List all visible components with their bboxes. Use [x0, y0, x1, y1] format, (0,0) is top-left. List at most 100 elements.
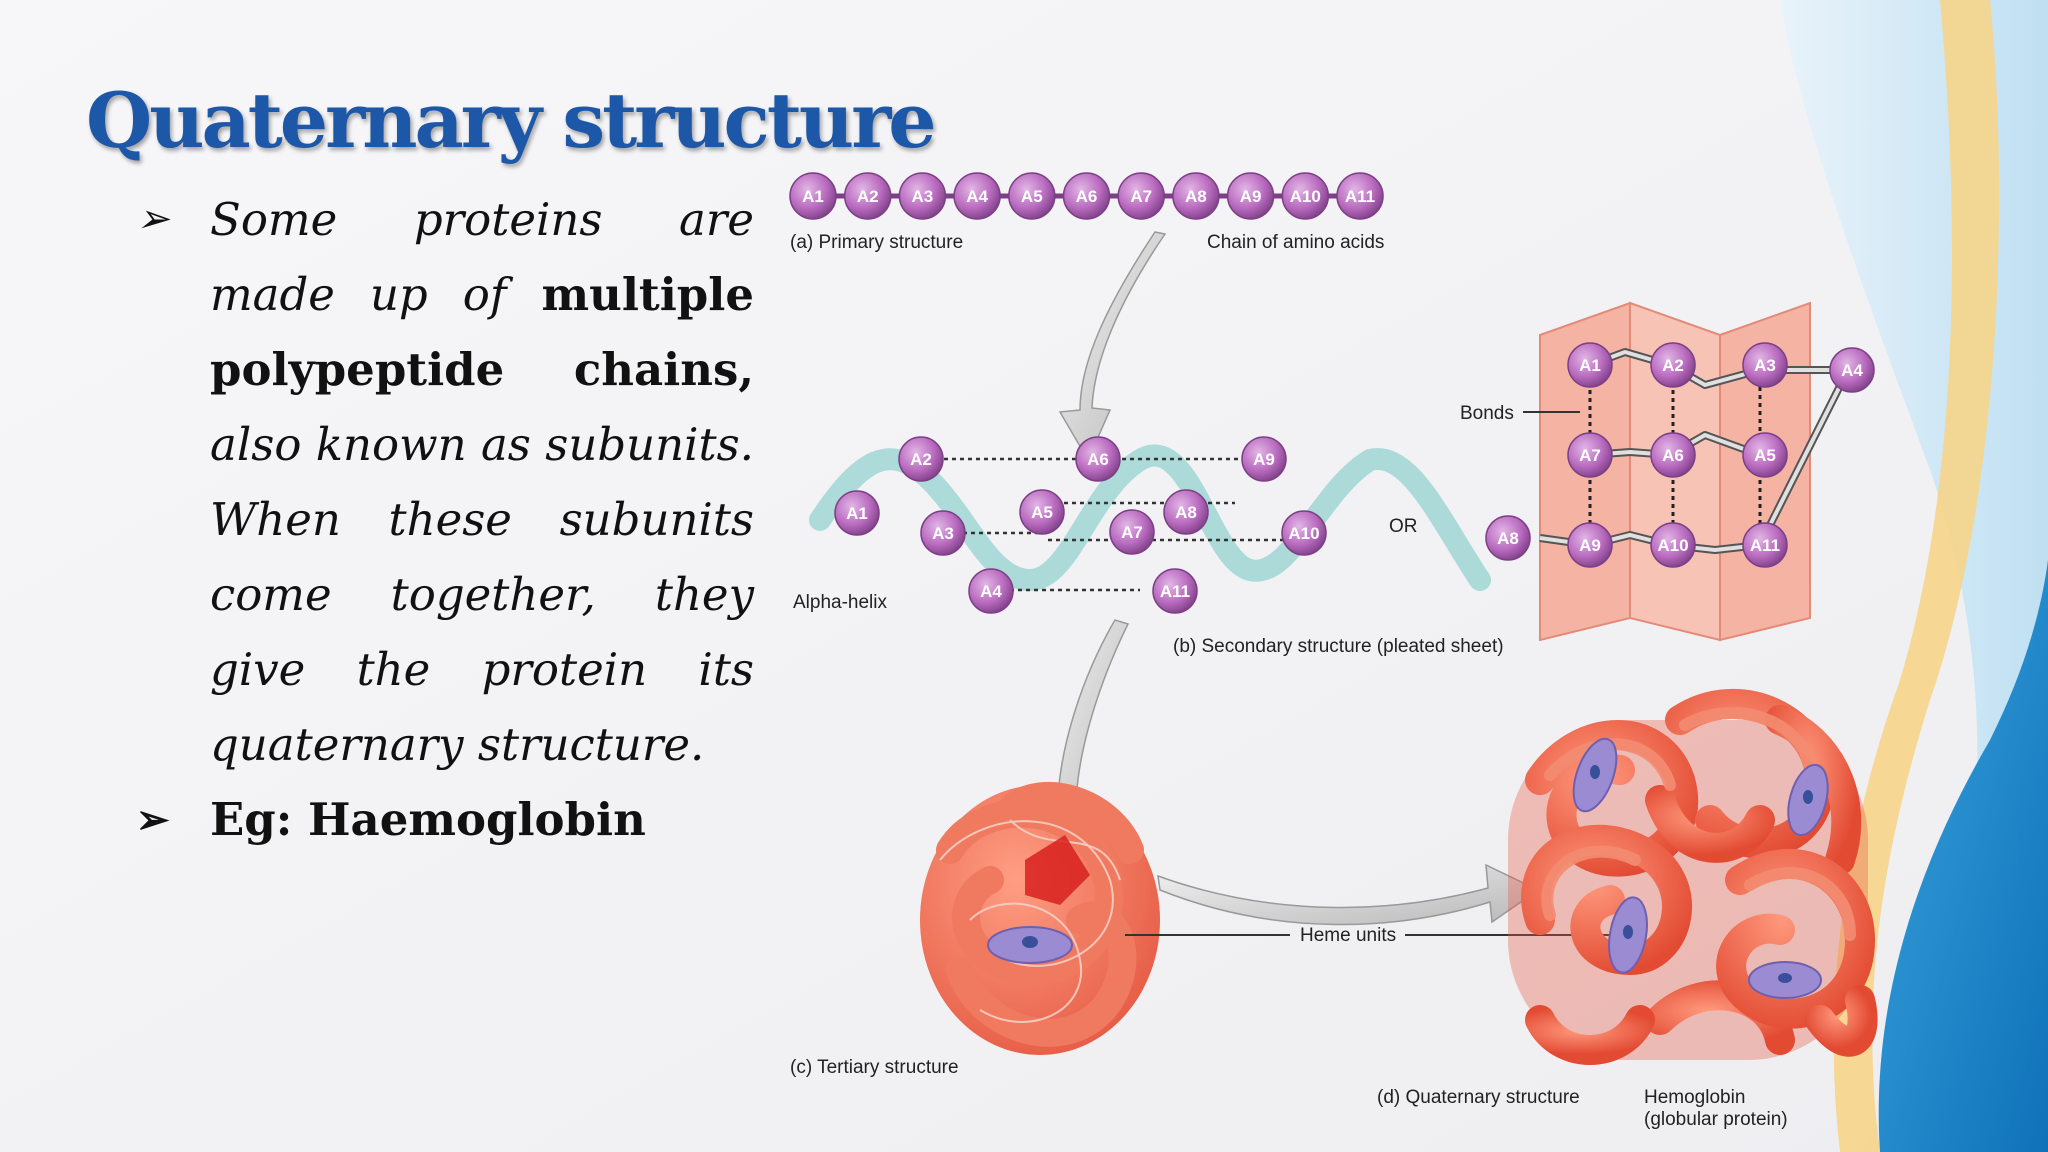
bullet-item-example: ➢ Eg: Haemoglobin — [136, 782, 754, 857]
amino-acid-bead: A2 — [898, 436, 944, 482]
bullet-list: ➢ Some proteins are made up of multiple … — [136, 182, 754, 857]
amino-acid-bead: A2 — [1650, 342, 1696, 388]
amino-acid-bead: A4 — [953, 172, 1001, 220]
amino-acid-bead: A11 — [1152, 568, 1198, 614]
alpha-helix-label: Alpha-helix — [793, 592, 887, 613]
amino-acid-label: A9 — [1579, 536, 1601, 555]
amino-acid-label: A4 — [966, 187, 988, 206]
amino-acid-bead: A6 — [1650, 432, 1696, 478]
amino-acid-label: A9 — [1240, 187, 1262, 206]
decor-blue-wave — [1878, 560, 2048, 1152]
bonds-label: Bonds — [1460, 403, 1514, 424]
amino-acid-bead: A9 — [1226, 172, 1275, 220]
amino-acid-bead: A8 — [1172, 172, 1220, 220]
arrow-tertiary-to-quaternary — [1157, 863, 1540, 926]
arrowhead-bullet-icon: ➢ — [136, 796, 170, 843]
amino-acid-bead: A7 — [1109, 509, 1155, 555]
quaternary-structure-label: (d) Quaternary structure — [1377, 1087, 1580, 1108]
amino-acid-bead: A3 — [1742, 342, 1788, 388]
amino-acid-bead: A2 — [843, 172, 892, 220]
chain-label: Chain of amino acids — [1207, 232, 1384, 253]
amino-acid-bead: A5 — [1019, 489, 1065, 535]
amino-acid-label: A8 — [1497, 529, 1519, 548]
amino-acid-label: A6 — [1087, 450, 1109, 469]
amino-acid-label: A4 — [1841, 361, 1863, 380]
amino-acid-label: A6 — [1662, 446, 1684, 465]
quaternary-protein — [1508, 688, 1878, 1065]
amino-acid-label: A7 — [1130, 187, 1152, 206]
amino-acid-label: A10 — [1288, 524, 1319, 543]
tertiary-protein — [920, 782, 1160, 1055]
amino-acid-label: A1 — [846, 504, 868, 523]
amino-acid-bead: A10 — [1650, 522, 1696, 568]
amino-acid-bead: A10 — [1281, 172, 1330, 220]
amino-acid-bead: A7 — [1567, 432, 1613, 478]
amino-acid-bead: A6 — [1062, 172, 1111, 220]
amino-acid-label: A8 — [1185, 187, 1207, 206]
heme-units-label: Heme units — [1300, 925, 1396, 946]
primary-chain: A1 A2 A3 A4 A5 A6 A7 A8 A9 A10 A11 — [789, 172, 1384, 220]
amino-acid-label: A5 — [1021, 187, 1043, 206]
bullet-item: ➢ Some proteins are made up of multiple … — [136, 182, 754, 782]
amino-acid-bead: A8 — [1163, 489, 1209, 535]
amino-acid-label: A8 — [1175, 503, 1197, 522]
amino-acid-label: A10 — [1657, 536, 1688, 555]
amino-acid-bead: A1 — [789, 172, 837, 220]
amino-acid-label: A1 — [802, 187, 824, 206]
amino-acid-bead: A5 — [1742, 432, 1788, 478]
amino-acid-bead: A3 — [898, 172, 947, 220]
secondary-structure-label: (b) Secondary structure (pleated sheet) — [1173, 636, 1504, 657]
alpha-helix-ribbon — [809, 444, 1491, 592]
amino-acid-label: A2 — [857, 187, 879, 206]
amino-acid-label: A11 — [1345, 187, 1375, 206]
sheet-hydrogen-bonds — [1588, 382, 1762, 526]
amino-acid-bead: A10 — [1281, 510, 1327, 556]
amino-acid-bead: A11 — [1336, 172, 1384, 220]
amino-acid-label: A3 — [912, 187, 934, 206]
amino-acid-label: A11 — [1160, 582, 1190, 601]
amino-acid-label: A7 — [1579, 446, 1601, 465]
amino-acid-label: A11 — [1750, 536, 1780, 555]
amino-acid-label: A7 — [1121, 523, 1143, 542]
amino-acid-label: A3 — [932, 524, 954, 543]
amino-acid-label: A5 — [1754, 446, 1776, 465]
bullet-text: also known as subunits. When these subun… — [210, 418, 754, 771]
amino-acid-label: A10 — [1290, 187, 1321, 206]
primary-structure-label: (a) Primary structure — [790, 232, 963, 253]
globular-protein-label: (globular protein) — [1644, 1109, 1788, 1130]
amino-acid-bead: A4 — [968, 568, 1014, 614]
amino-acid-bead: A4 — [1829, 347, 1875, 393]
amino-acid-bead: A5 — [1008, 172, 1056, 220]
amino-acid-bead: A1 — [834, 490, 880, 536]
amino-acid-label: A6 — [1076, 187, 1098, 206]
amino-acid-label: A2 — [1662, 356, 1684, 375]
amino-acid-bead: A7 — [1117, 172, 1165, 220]
heme-discs — [1572, 737, 1829, 999]
arrow-primary-to-secondary — [1058, 231, 1167, 462]
amino-acid-label: A2 — [910, 450, 932, 469]
amino-acid-bead: A8 — [1485, 515, 1531, 561]
tertiary-structure-label: (c) Tertiary structure — [790, 1057, 959, 1078]
bullet-bold-text: multiple polypeptide chains, — [210, 268, 754, 396]
amino-acid-bead: A9 — [1567, 522, 1613, 568]
amino-acid-bead: A11 — [1742, 522, 1788, 568]
arrowhead-bullet-icon: ➢ — [136, 196, 170, 242]
amino-acid-label: A9 — [1253, 450, 1275, 469]
amino-acid-bead: A3 — [920, 510, 966, 556]
amino-acid-bead: A6 — [1075, 436, 1121, 482]
amino-acid-label: A5 — [1031, 503, 1053, 522]
bullet-text-example: Eg: Haemoglobin — [210, 793, 646, 846]
amino-acid-bead: A1 — [1567, 342, 1613, 388]
amino-acid-bead: A9 — [1241, 436, 1287, 482]
page-title: Quaternary structure — [86, 76, 937, 165]
amino-acid-label: A1 — [1579, 356, 1601, 375]
hemoglobin-label: Hemoglobin — [1644, 1087, 1745, 1108]
amino-acid-label: A3 — [1754, 356, 1776, 375]
or-label: OR — [1389, 516, 1418, 537]
amino-acid-label: A4 — [980, 582, 1002, 601]
bullet-text: Some proteins are made up of — [210, 193, 754, 321]
